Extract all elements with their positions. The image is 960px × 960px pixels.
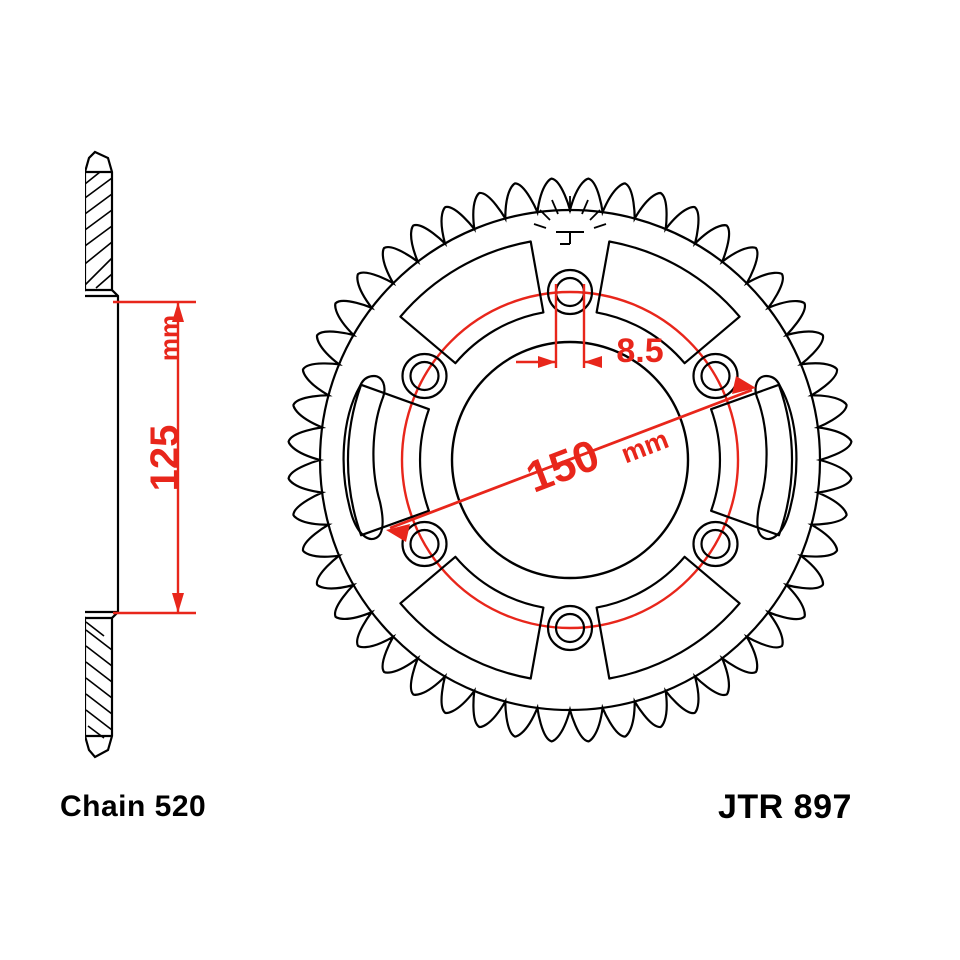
lightening-cutout [399, 240, 545, 365]
arrowhead-8-5-left [538, 356, 556, 368]
arrowhead-125-bottom [172, 593, 184, 613]
bolt-circle-150mm [400, 290, 740, 630]
arrowhead-125-top [172, 302, 184, 322]
dimension-text-125-unit: mm [154, 315, 184, 361]
jt-logo-mark [533, 196, 607, 245]
chain-size-label: Chain 520 [60, 790, 207, 823]
lightening-cutout [399, 555, 545, 680]
arrowhead-8-5-right [584, 356, 602, 368]
bolt-hole-outer [692, 352, 739, 400]
dimension-8-5 [516, 284, 602, 368]
lightening-cutout [346, 383, 430, 537]
bolt-hole-outer [401, 352, 448, 400]
dimension-150mm [386, 376, 756, 542]
side-hatch-top-clip [0, 0, 85, 960]
bolt-hole-inner [409, 360, 440, 392]
bolt-hole-inner [409, 528, 440, 560]
inner-slot-right [754, 374, 798, 541]
dimension-text-125: 125 [143, 425, 187, 492]
lightening-cutouts [346, 240, 794, 680]
center-bore-circle [450, 340, 690, 580]
dimension-text-8-5: 8.5 [616, 332, 663, 370]
dimension-text-150: 150 [520, 430, 606, 502]
lightening-cutout [595, 240, 741, 365]
lightening-cutout [710, 383, 794, 537]
part-number-label: JTR 897 [718, 788, 852, 826]
bolt-hole-outer [546, 604, 594, 652]
arrowhead-150-left [386, 524, 410, 542]
side-hatch-bottom [85, 621, 113, 739]
dimension-text-150-unit: mm [617, 424, 673, 469]
arrowhead-150-right [732, 376, 756, 394]
bolt-hole-inner [554, 612, 586, 644]
bolt-hole-inner [700, 528, 731, 560]
dim-line-150 [389, 388, 753, 530]
bolt-hole-outer [692, 520, 739, 568]
inner-slot-left [342, 374, 386, 541]
lightening-cutout [595, 555, 741, 680]
bolt-hole-outer [401, 520, 448, 568]
sprocket-face-view [287, 177, 853, 743]
dimension-125mm [113, 300, 196, 615]
bolt-hole-inner [700, 360, 731, 392]
bolt-hole-outer [546, 268, 594, 316]
